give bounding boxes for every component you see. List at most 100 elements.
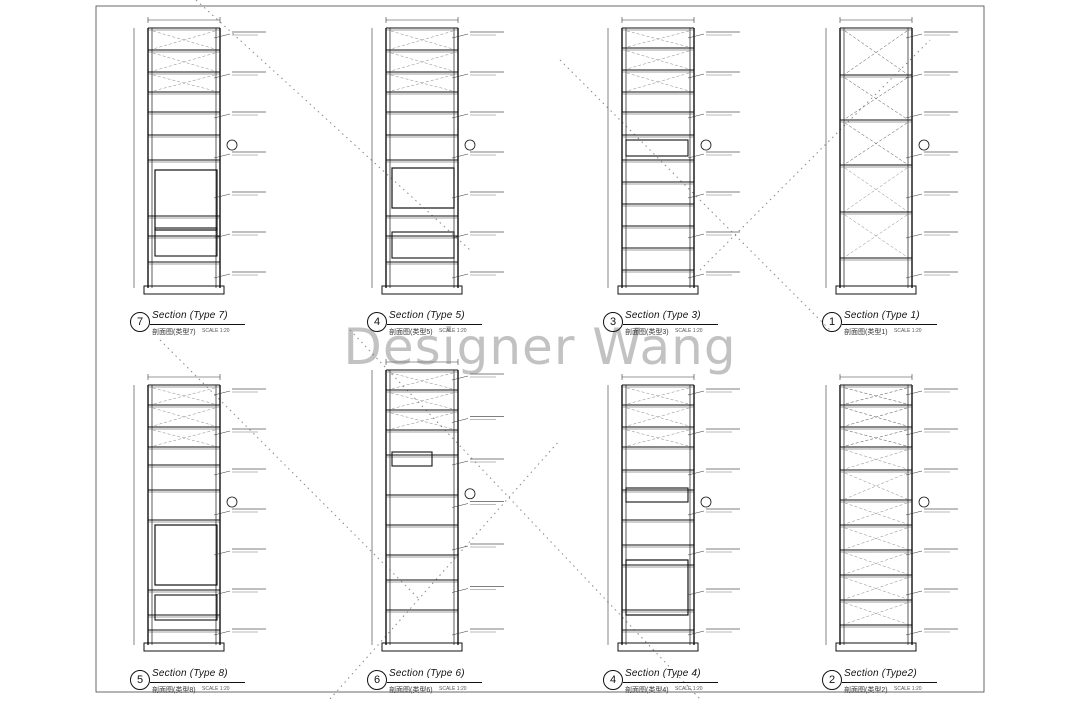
section-title: Section (Type 3) (625, 310, 701, 321)
section-scale: SCALE 1:20 (202, 328, 230, 334)
leader-line (451, 630, 469, 636)
leader-line (213, 153, 231, 159)
leader-line (687, 550, 705, 556)
leader-line (213, 233, 231, 239)
leader-line (687, 273, 705, 279)
plinth (617, 642, 699, 652)
display-door (625, 559, 689, 616)
section-number: 5 (130, 670, 150, 690)
leader-line (905, 550, 923, 556)
section-number: 2 (822, 670, 842, 690)
panel-title-type6: 6 Section (Type 6) 剖面图(类型6) SCALE 1:20 (367, 668, 577, 702)
section-scale: SCALE 1:20 (202, 686, 230, 692)
open-bay-cross (626, 429, 690, 447)
open-bay-cross (626, 407, 690, 427)
drawer (391, 451, 433, 467)
title-underline (150, 324, 245, 325)
section-number: 4 (603, 670, 623, 690)
section-subtitle: 剖面图(类型2) (844, 687, 888, 694)
leader-line (905, 390, 923, 396)
plinth (617, 285, 699, 295)
leader-line (905, 273, 923, 279)
construction-line (159, 339, 421, 601)
leader-line (213, 273, 231, 279)
open-bay-cross (844, 214, 908, 258)
leader-line (905, 510, 923, 516)
section-number: 1 (822, 312, 842, 332)
open-bay-cross (152, 387, 216, 405)
detail-callout (918, 139, 930, 151)
leader-line (687, 510, 705, 516)
leader-line (905, 470, 923, 476)
drawer (625, 139, 689, 157)
open-bay-cross (152, 52, 216, 72)
section-title: Section (Type 7) (152, 310, 228, 321)
open-bay-cross (844, 167, 908, 212)
section-subtitle: 剖面图(类型5) (389, 329, 433, 336)
panel-title-type5: 4 Section (Type 5) 剖面图(类型5) SCALE 1:20 (367, 310, 577, 344)
open-bay-cross (844, 407, 908, 427)
panel-title-type8: 5 Section (Type 8) 剖面图(类型8) SCALE 1:20 (130, 668, 340, 702)
panel-title-type1: 1 Section (Type 1) 剖面图(类型1) SCALE 1:20 (822, 310, 1032, 344)
leader-line (687, 33, 705, 39)
section-subtitle: 剖面图(类型8) (152, 687, 196, 694)
leader-line (687, 113, 705, 119)
open-bay-cross (844, 122, 908, 165)
section-subtitle: 剖面图(类型4) (625, 687, 669, 694)
title-underline (623, 324, 718, 325)
open-bay-cross (152, 74, 216, 92)
section-number: 7 (130, 312, 150, 332)
open-bay-cross (844, 472, 908, 500)
leader-line (905, 113, 923, 119)
display-door (154, 524, 218, 586)
leader-line (451, 193, 469, 199)
leader-line (213, 630, 231, 636)
open-bay-cross (152, 429, 216, 447)
title-underline (623, 682, 718, 683)
leader-line (905, 73, 923, 79)
leader-line (451, 588, 469, 593)
plinth (381, 642, 463, 652)
leader-line (905, 590, 923, 596)
title-underline (387, 324, 482, 325)
leader-line (451, 418, 469, 423)
drawer (154, 227, 218, 257)
section-scale: SCALE 1:20 (894, 686, 922, 692)
section-scale: SCALE 1:20 (439, 328, 467, 334)
section-scale: SCALE 1:20 (439, 686, 467, 692)
open-bay-cross (626, 50, 690, 70)
drawer (391, 231, 455, 259)
construction-line (329, 439, 561, 700)
panel-title-type7: 7 Section (Type 7) 剖面图(类型7) SCALE 1:20 (130, 310, 340, 344)
leader-line (905, 630, 923, 636)
title-underline (150, 682, 245, 683)
leader-line (905, 153, 923, 159)
leader-line (687, 430, 705, 436)
leader-line (687, 590, 705, 596)
open-bay-cross (626, 30, 690, 48)
open-bay-cross (844, 472, 908, 500)
display-door (154, 169, 218, 231)
section-title: Section (Type2) (844, 668, 917, 679)
leader-line (213, 193, 231, 199)
open-bay-cross (844, 77, 908, 120)
leader-line (451, 233, 469, 239)
leader-line (451, 73, 469, 79)
plinth (835, 285, 917, 295)
leader-line (451, 273, 469, 279)
open-bay-cross (390, 74, 454, 92)
open-bay-cross (390, 412, 454, 430)
leader-line (213, 33, 231, 39)
leader-line (451, 375, 469, 381)
display-door (391, 167, 455, 209)
title-underline (387, 682, 482, 683)
leader-line (213, 510, 231, 516)
construction-line (559, 59, 831, 331)
leader-line (451, 153, 469, 159)
open-bay-cross (844, 429, 908, 447)
plinth (835, 642, 917, 652)
drawer (154, 594, 218, 621)
leader-line (213, 73, 231, 79)
